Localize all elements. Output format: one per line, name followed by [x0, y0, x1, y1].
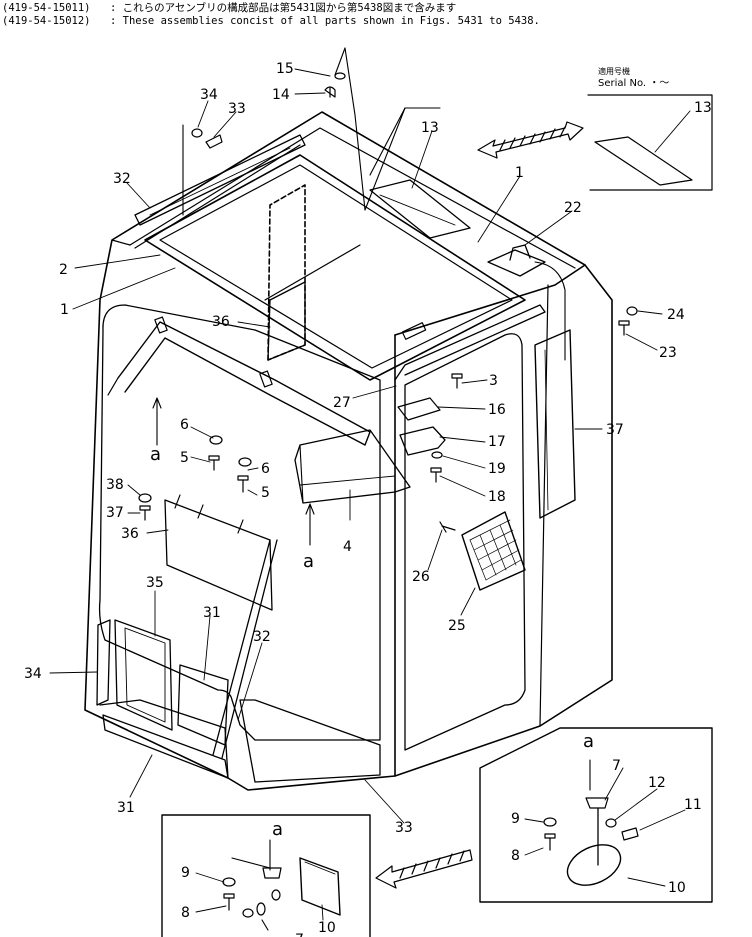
callout-32: 32 [253, 629, 271, 645]
callout-17: 17 [488, 434, 506, 450]
trim-strips [96, 539, 278, 779]
callout-35-side: 37 [606, 422, 624, 438]
switch-plate [397, 397, 446, 456]
roof-glass-assembly [134, 144, 526, 381]
callout-14: 14 [272, 87, 290, 103]
part-number-1: (419-54-15011) [2, 2, 91, 14]
callout-3: 3 [489, 373, 498, 389]
callout-leaders [49, 68, 691, 921]
callout-8-left: 8 [181, 905, 190, 921]
callout-10-right: 10 [668, 880, 686, 896]
inner-mirror [294, 429, 411, 504]
callout-37-label: 37 [106, 505, 124, 521]
front-pillar-liner [267, 184, 306, 361]
cab-lamp [487, 244, 566, 361]
callout-27: 33 [228, 101, 246, 117]
callout-33: 33 [395, 820, 413, 836]
callout-31: 31 [117, 800, 135, 816]
side-pillar-liner [534, 329, 576, 519]
callout-15: 15 [276, 61, 294, 77]
view-marker-a-1: a [150, 444, 161, 465]
view-arrows [152, 397, 315, 546]
side-bracket [394, 304, 546, 381]
callout-20: 22 [564, 200, 582, 216]
sun-visor [164, 494, 273, 611]
serial-number-label: 適用号機 Serial No. ・～ [598, 66, 669, 90]
callout-26: 32 [113, 171, 131, 187]
callout-23: 25 [448, 618, 466, 634]
front-rail-assembly [107, 316, 371, 446]
callout-6-right: 6 [261, 461, 270, 477]
callout-11: 11 [684, 797, 702, 813]
note-japanese: : これらのアセンブリの構成部品は第5431図から第5438図まで含みます [110, 2, 457, 14]
cab-body-outline [84, 111, 613, 791]
callout-7-right: 7 [612, 758, 621, 774]
double-arrow [477, 121, 584, 159]
callout-35-front: 36 [212, 314, 230, 330]
callout-36: 36 [121, 526, 139, 542]
part-number-2: (419-54-15012) [2, 15, 91, 27]
callout-21: 23 [659, 345, 677, 361]
callout-10-left: 10 [318, 920, 336, 936]
roof-cover-plate [369, 179, 471, 239]
callout-7-left: 7 [295, 932, 304, 937]
callout-5-left: 5 [180, 450, 189, 466]
speaker-grille [461, 511, 526, 591]
serial-range: ・～ [649, 78, 670, 89]
callout-13-roof: 13 [421, 120, 439, 136]
callout-22: 24 [667, 307, 685, 323]
detail-arrow [375, 849, 473, 889]
view-marker-a-3: a [583, 731, 594, 752]
callout-6-left: 6 [180, 417, 189, 433]
serial-label-english: Serial No. [598, 78, 647, 89]
callout-numbers: 15 14 34 33 32 13 13 1 22 2 1 36 24 23 3… [24, 61, 712, 937]
callout-16: 16 [488, 402, 506, 418]
callout-38: 38 [106, 477, 124, 493]
serial-inset-box [587, 94, 713, 191]
detail-box-right [479, 727, 713, 903]
header-row-2: (419-54-15012) : These assemblies concist… [2, 15, 540, 28]
diagram-header: (419-54-15011) : これらのアセンブリの構成部品は第5431図から第… [2, 2, 540, 28]
callout-18: 18 [488, 489, 506, 505]
callout-9-left: 9 [181, 865, 190, 881]
callout-24: 26 [412, 569, 430, 585]
callout-12: 12 [648, 775, 666, 791]
callout-1-top: 1 [515, 165, 524, 181]
callout-25: 27 [333, 395, 351, 411]
callout-19: 19 [488, 461, 506, 477]
note-english: : These assemblies concist of all parts … [110, 15, 540, 27]
callout-34: 34 [24, 666, 42, 682]
header-row-1: (419-54-15011) : これらのアセンブリの構成部品は第5431図から第… [2, 2, 540, 15]
callout-29: 31 [203, 605, 221, 621]
view-marker-a-4: a [272, 819, 283, 840]
callout-4: 4 [343, 539, 352, 555]
roof-seal-strip [134, 134, 306, 226]
callout-13-inset: 13 [694, 100, 712, 116]
fasteners [138, 72, 638, 533]
callout-28: 34 [200, 87, 218, 103]
serial-label-japanese: 適用号機 [598, 67, 630, 76]
detail-box-left [161, 814, 371, 937]
callout-30: 35 [146, 575, 164, 591]
leader-lines-top [182, 47, 441, 216]
view-marker-a-2: a [303, 551, 314, 572]
callout-1-left: 1 [60, 302, 69, 318]
callout-9-right: 9 [511, 811, 520, 827]
callout-2: 2 [59, 262, 68, 278]
callout-8-right: 8 [511, 848, 520, 864]
callout-5-right: 5 [261, 485, 270, 501]
